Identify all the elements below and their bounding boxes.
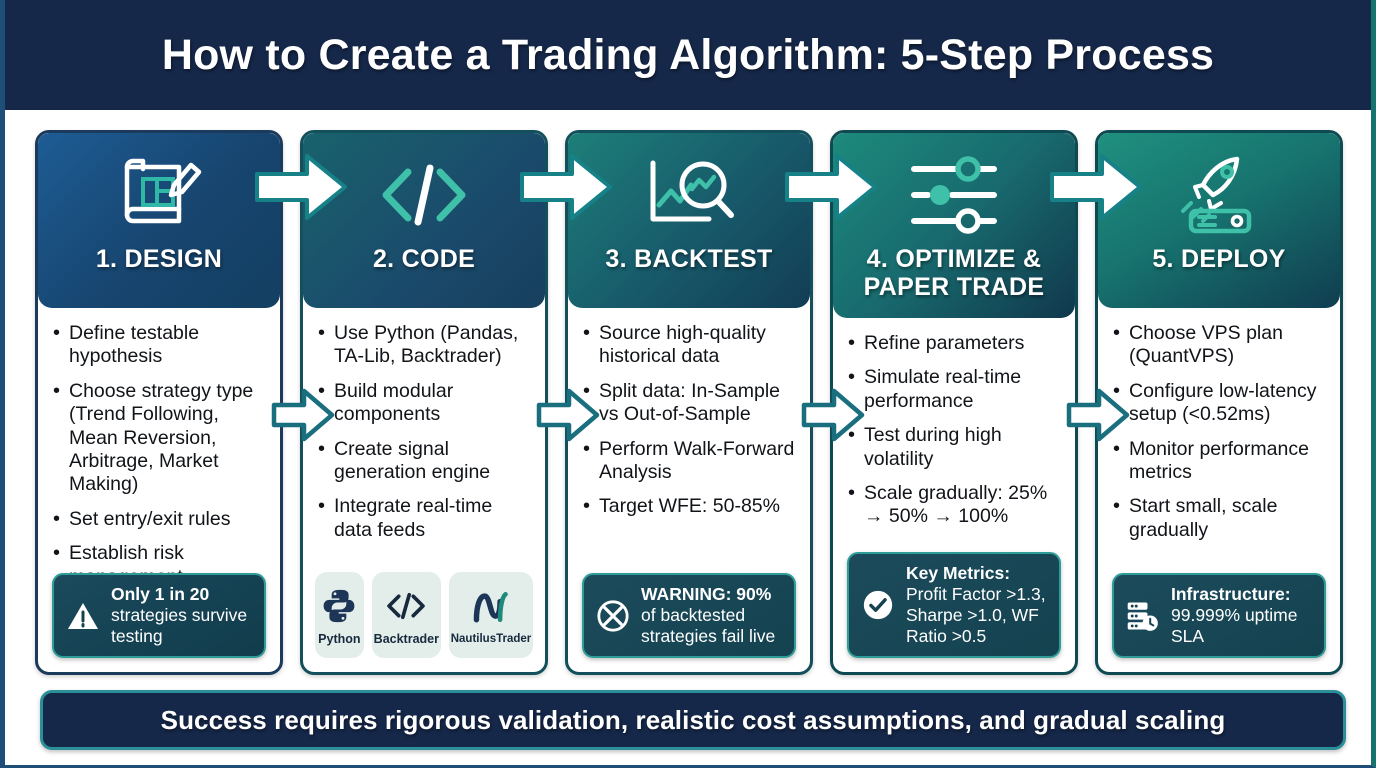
list-item: Monitor performance metrics [1112, 437, 1328, 485]
list-item: Choose VPS plan (QuantVPS) [1112, 321, 1328, 369]
step-bullets: Choose VPS plan (QuantVPS) Configure low… [1098, 308, 1340, 542]
list-item: Simulate real-time performance [847, 365, 1063, 413]
right-arrow-icon [253, 150, 349, 224]
steps-strip: 1. DESIGN Define testable hypothesis Cho… [5, 110, 1371, 680]
callout-lead: Infrastructure: [1171, 584, 1291, 604]
python-logo-icon [320, 584, 358, 628]
code-brackets-icon [385, 584, 427, 628]
list-item: Set entry/exit rules [52, 507, 268, 531]
callout-rest: strategies survive testing [111, 605, 248, 646]
nautilus-n-logo-icon [471, 585, 511, 629]
step-title: 5. DEPLOY [1152, 245, 1286, 273]
header-bar: How to Create a Trading Algorithm: 5-Ste… [5, 0, 1371, 110]
step-header-backtest: 3. BACKTEST [568, 133, 810, 308]
callout-warning: WARNING: 90% of backtested strategies fa… [582, 573, 796, 658]
tech-badge-backtrader[interactable]: Backtrader [371, 572, 441, 658]
callout-rest: of backtested strategies fail live [641, 605, 776, 646]
right-arrow-icon [1065, 386, 1131, 444]
callout-rest: Profit Factor >1.3, Sharpe >1.0, WF Rati… [906, 584, 1046, 646]
step-card-deploy[interactable]: 5. DEPLOY Choose VPS plan (QuantVPS) Con… [1095, 130, 1343, 675]
callout-lead: Only 1 in 20 [111, 584, 210, 604]
summary-banner: Success requires rigorous validation, re… [40, 690, 1346, 750]
right-arrow-icon [535, 386, 601, 444]
list-item: Perform Walk-Forward Analysis [582, 437, 798, 485]
list-item: Configure low-latency setup (<0.52ms) [1112, 379, 1328, 427]
callout-lead: WARNING: 90% [641, 584, 772, 604]
tech-badge-nautilustrader[interactable]: NautilusTrader [449, 572, 533, 658]
rocket-server-icon [1171, 145, 1267, 245]
warning-triangle-icon [65, 600, 101, 632]
step-header-deploy: 5. DEPLOY [1098, 133, 1340, 308]
server-clock-icon [1125, 599, 1161, 633]
step-title: 1. DESIGN [95, 245, 223, 273]
step-title: 4. OPTIMIZE & PAPER TRADE [863, 245, 1045, 301]
step-bullets: Source high-quality historical data Spli… [568, 308, 810, 519]
list-item: Target WFE: 50-85% [582, 494, 798, 518]
list-item: Source high-quality historical data [582, 321, 798, 369]
check-circle-icon [860, 588, 896, 622]
right-arrow-icon [783, 150, 879, 224]
summary-banner-text: Success requires rigorous validation, re… [160, 704, 1226, 735]
callout-text: Only 1 in 20 strategies survive testing [111, 584, 253, 647]
tech-badges: Python Backtrader [315, 572, 533, 658]
list-item: Choose strategy type (Trend Following, M… [52, 379, 268, 497]
chart-magnifier-icon [637, 145, 741, 245]
badge-label: NautilusTrader [450, 633, 532, 645]
right-arrow-icon [800, 386, 866, 444]
list-item: Create signal generation engine [317, 437, 533, 485]
list-item: Start small, scale gradually [1112, 494, 1328, 542]
list-item: Integrate real-time data feeds [317, 494, 533, 542]
list-item: Test during high volatility [847, 423, 1063, 471]
callout-text: Infrastructure: 99.999% uptime SLA [1171, 584, 1313, 647]
right-arrow-icon [1048, 150, 1144, 224]
list-item: Scale gradually: 25% → 50% → 100% [847, 481, 1063, 529]
step-card-code[interactable]: 2. CODE Use Python (Pandas, TA-Lib, Back… [300, 130, 548, 675]
step-header-design: 1. DESIGN [38, 133, 280, 308]
step-title: 2. CODE [372, 245, 476, 273]
step-bullets: Use Python (Pandas, TA-Lib, Backtrader) … [303, 308, 545, 542]
badge-label: Python [318, 632, 361, 646]
right-arrow-icon [270, 386, 336, 444]
list-item: Refine parameters [847, 331, 1063, 355]
callout-text: Key Metrics: Profit Factor >1.3, Sharpe … [906, 563, 1048, 647]
badge-label: Backtrader [373, 632, 439, 646]
step-header-code: 2. CODE [303, 133, 545, 308]
list-item: Use Python (Pandas, TA-Lib, Backtrader) [317, 321, 533, 369]
step-header-optimize: 4. OPTIMIZE & PAPER TRADE [833, 133, 1075, 318]
blueprint-pencil-icon [113, 145, 205, 245]
no-entry-cross-icon [595, 599, 631, 633]
callout-metrics: Key Metrics: Profit Factor >1.3, Sharpe … [847, 552, 1061, 658]
tech-badge-python[interactable]: Python [315, 572, 364, 658]
callout-lead: Key Metrics: [906, 563, 1011, 583]
list-item: Split data: In-Sample vs Out-of-Sample [582, 379, 798, 427]
step-card-backtest[interactable]: 3. BACKTEST Source high-quality historic… [565, 130, 813, 675]
right-arrow-icon [518, 150, 614, 224]
callout-warning: Only 1 in 20 strategies survive testing [52, 573, 266, 658]
sliders-icon [904, 145, 1004, 245]
callout-text: WARNING: 90% of backtested strategies fa… [641, 584, 783, 647]
step-bullets: Refine parameters Simulate real-time per… [833, 318, 1075, 529]
list-item: Define testable hypothesis [52, 321, 268, 369]
step-card-design[interactable]: 1. DESIGN Define testable hypothesis Cho… [35, 130, 283, 675]
page-title: How to Create a Trading Algorithm: 5-Ste… [161, 30, 1215, 79]
step-card-optimize[interactable]: 4. OPTIMIZE & PAPER TRADE Refine paramet… [830, 130, 1078, 675]
list-item: Build modular components [317, 379, 533, 427]
callout-rest: 99.999% uptime SLA [1171, 605, 1298, 646]
code-brackets-icon [376, 145, 472, 245]
step-bullets: Define testable hypothesis Choose strate… [38, 308, 280, 589]
step-title: 3. BACKTEST [605, 245, 773, 273]
callout-infrastructure: Infrastructure: 99.999% uptime SLA [1112, 573, 1326, 658]
